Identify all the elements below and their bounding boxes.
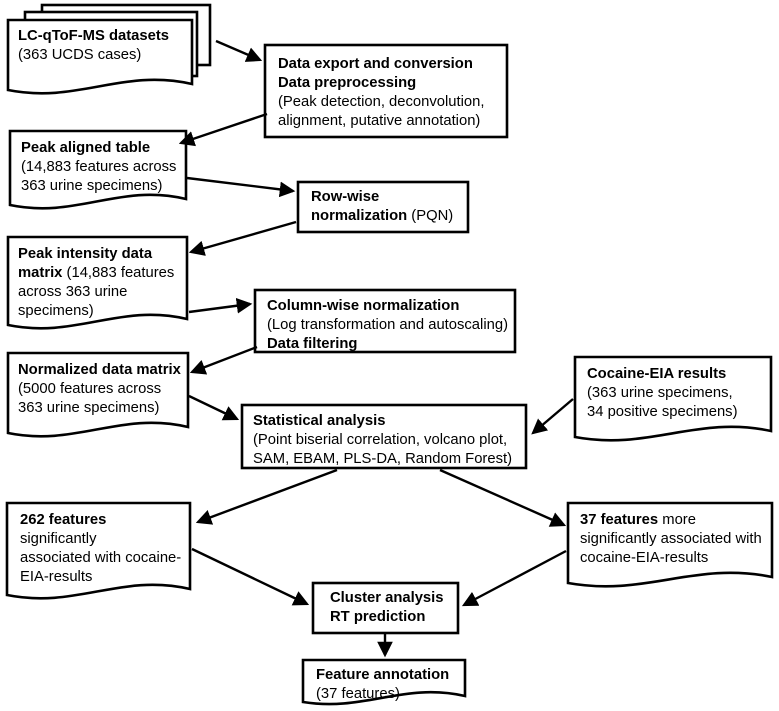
- peak-aligned-doc-shape: [8, 129, 188, 210]
- node-detail: (Point biserial correlation, volcano plo…: [253, 432, 513, 467]
- node-detail: (PQN): [407, 208, 454, 224]
- export-box-shape: [263, 43, 509, 139]
- node-title: Normalized data matrix: [18, 362, 181, 378]
- statistical-box-shape: [240, 403, 528, 470]
- node-title-2: Data preprocessing: [278, 75, 417, 91]
- datasets-doc-shape: [6, 18, 194, 95]
- node-title: Data export and conversion: [278, 56, 473, 72]
- node-title: Column-wise normalization: [267, 298, 460, 314]
- node-colwise-normalization: Column-wise normalization (Log transform…: [267, 297, 509, 354]
- peak-intensity-doc-shape: [6, 235, 189, 330]
- node-detail: (363 UCDS cases): [18, 47, 142, 63]
- node-title: Peak intensity data matrix: [18, 246, 153, 281]
- node-detail: significantly associated with cocaine- E…: [20, 531, 182, 585]
- node-detail: (5000 features across 363 urine specimen…: [18, 381, 162, 416]
- node-peak-aligned-table: Peak aligned table (14,883 features acro…: [21, 139, 183, 196]
- node-title: Feature annotation: [316, 667, 450, 683]
- arrow-datasets-to-export: [215, 39, 263, 62]
- node-detail: more significantly associated with cocai…: [580, 512, 762, 566]
- node-title: Cluster analysis: [330, 590, 444, 606]
- node-detail: (14,883 features across 363 urine specim…: [21, 159, 177, 194]
- cocaine-doc-shape: [573, 355, 773, 442]
- node-title-2: Data filtering: [267, 336, 358, 352]
- node-detail: (363 urine specimens, 34 positive specim…: [587, 385, 738, 420]
- node-peak-intensity-matrix: Peak intensity data matrix (14,883 featu…: [18, 245, 184, 321]
- colwise-box-shape: [253, 288, 517, 354]
- arrow-export-to-peak-aligned: [178, 112, 268, 147]
- arrow-37-features-to-cluster: [461, 549, 567, 607]
- arrow-peak-intensity-to-colwise: [188, 297, 253, 314]
- arrow-rowwise-to-peak-intensity: [188, 220, 297, 256]
- features-262-doc-shape: [5, 501, 192, 600]
- node-title: LC-qToF-MS datasets: [18, 28, 169, 44]
- node-cocaine-eia-results: Cocaine-EIA results (363 urine specimens…: [587, 365, 767, 422]
- node-features-37: 37 features more significantly associate…: [580, 511, 772, 568]
- rowwise-box-shape: [296, 180, 470, 234]
- arrow-262-features-to-cluster: [191, 547, 310, 606]
- arrow-statistical-to-262-features: [195, 468, 338, 525]
- arrow-colwise-to-normalized: [189, 345, 258, 375]
- arrow-peak-aligned-to-rowwise: [186, 176, 296, 198]
- node-title: Cocaine-EIA results: [587, 366, 727, 382]
- node-title: 262 features: [20, 512, 107, 528]
- node-feature-annotation: Feature annotation (37 features): [316, 666, 462, 704]
- node-rowwise-normalization: Row-wise normalization (PQN): [311, 188, 463, 226]
- node-title: Peak aligned table: [21, 140, 151, 156]
- cluster-box-shape: [311, 581, 460, 635]
- node-datasets: LC-qToF-MS datasets (363 UCDS cases): [18, 27, 190, 65]
- arrow-normalized-to-statistical: [188, 394, 240, 421]
- node-detail: (37 features): [316, 686, 400, 702]
- node-features-262: 262 features significantly associated wi…: [20, 511, 190, 587]
- arrow-statistical-to-37-features: [439, 468, 567, 527]
- node-normalized-matrix: Normalized data matrix (5000 features ac…: [18, 361, 186, 418]
- node-cluster-rt: Cluster analysis RT prediction: [330, 589, 455, 627]
- annotation-doc-shape: [301, 658, 467, 706]
- node-title: 37 features: [580, 512, 659, 528]
- node-export-preprocessing: Data export and conversion Data preproce…: [278, 55, 504, 131]
- node-title: Statistical analysis: [253, 413, 386, 429]
- node-detail: (Log transformation and autoscaling): [267, 317, 508, 333]
- features-37-doc-shape: [566, 501, 774, 588]
- node-detail: (Peak detection, deconvolution, alignmen…: [278, 94, 485, 129]
- node-title: Row-wise normalization: [311, 189, 408, 224]
- node-title-2: RT prediction: [330, 609, 426, 625]
- node-statistical-analysis: Statistical analysis (Point biserial cor…: [253, 412, 525, 469]
- normalized-doc-shape: [6, 351, 190, 438]
- arrow-cocaine-to-statistical: [531, 398, 574, 435]
- node-detail: (14,883 features across 363 urine specim…: [18, 265, 175, 319]
